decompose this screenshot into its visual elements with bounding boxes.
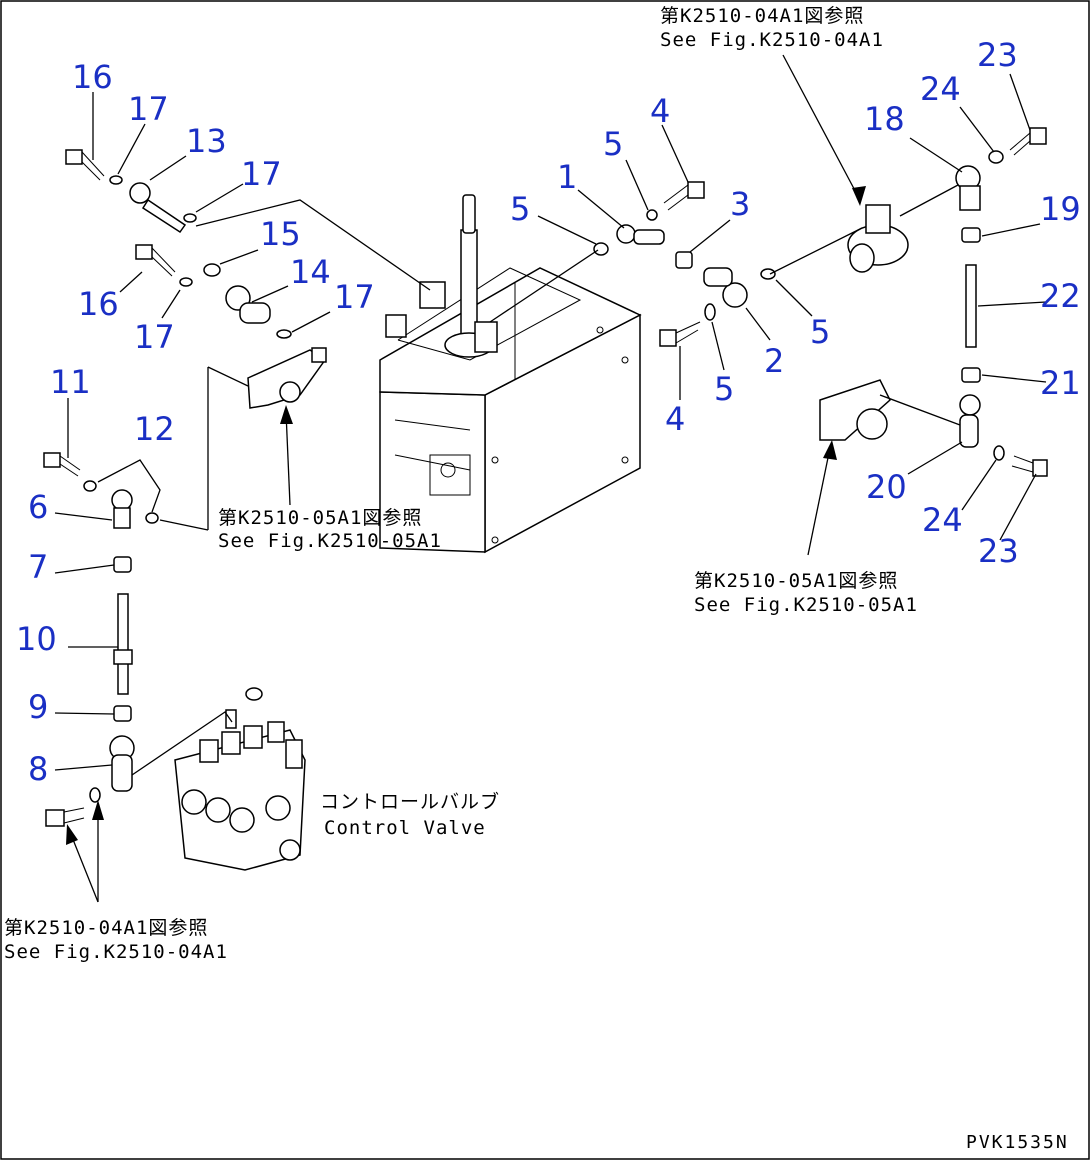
reference-arrows xyxy=(66,54,866,903)
callout-11: 11 xyxy=(50,363,91,401)
figure-code: PVK1535N xyxy=(966,1132,1069,1153)
callout-18: 18 xyxy=(864,100,905,138)
callout-23-top: 23 xyxy=(977,36,1018,74)
callout-17-low: 17 xyxy=(134,318,175,356)
callout-6: 6 xyxy=(28,488,48,526)
callout-14: 14 xyxy=(290,253,331,291)
callout-20: 20 xyxy=(866,468,907,506)
callout-16-top: 16 xyxy=(72,58,113,96)
callout-16-mid: 16 xyxy=(78,285,119,323)
callout-1: 1 xyxy=(557,158,577,196)
callout-17-mid: 17 xyxy=(241,155,282,193)
callout-5-a: 5 xyxy=(510,190,530,228)
ref-bottom-left-en: See Fig.K2510-04A1 xyxy=(4,941,228,963)
callout-22: 22 xyxy=(1040,277,1081,315)
ref-right-jp: 第K2510-05A1図参照 xyxy=(694,570,898,592)
callout-19: 19 xyxy=(1040,190,1081,228)
ref-top-right-en: See Fig.K2510-04A1 xyxy=(660,29,884,51)
callout-4-bottom: 4 xyxy=(665,400,685,438)
right-linkage-parts xyxy=(593,127,1048,477)
ref-top-right-jp: 第K2510-04A1図参照 xyxy=(660,5,864,27)
callout-15: 15 xyxy=(260,215,301,253)
lever-box xyxy=(379,194,642,554)
callout-17-right: 17 xyxy=(334,278,375,316)
control-valve-label-jp: コントロールバルブ xyxy=(320,790,500,813)
callout-12: 12 xyxy=(134,410,175,448)
callout-24-bottom: 24 xyxy=(922,501,963,539)
callout-5-d: 5 xyxy=(714,370,734,408)
ref-center-jp: 第K2510-05A1図参照 xyxy=(218,507,422,529)
ref-right-en: See Fig.K2510-05A1 xyxy=(694,594,918,616)
callout-7: 7 xyxy=(28,548,48,586)
ref-bottom-left-jp: 第K2510-04A1図参照 xyxy=(4,917,208,939)
ref-center-en: See Fig.K2510-05A1 xyxy=(218,530,442,552)
callout-4-top: 4 xyxy=(650,92,670,130)
callout-17-top: 17 xyxy=(128,90,169,128)
control-valve xyxy=(174,687,306,871)
callout-21: 21 xyxy=(1040,364,1081,402)
callout-5-c: 5 xyxy=(810,313,830,351)
callout-9: 9 xyxy=(28,688,48,726)
callout-2: 2 xyxy=(764,342,784,380)
callout-13: 13 xyxy=(186,122,227,160)
callout-24-top: 24 xyxy=(920,70,961,108)
callout-5-b: 5 xyxy=(603,125,623,163)
reference-texts: 第K2510-04A1図参照 See Fig.K2510-04A1 第K2510… xyxy=(4,5,1069,1153)
control-valve-label-en: Control Valve xyxy=(324,817,486,839)
callout-23-bottom: 23 xyxy=(978,532,1019,570)
callout-numbers: 16 17 13 17 15 14 16 17 17 11 12 6 7 10 … xyxy=(16,36,1081,788)
callout-10: 10 xyxy=(16,620,57,658)
leader-lines xyxy=(54,73,1047,776)
callout-8: 8 xyxy=(28,750,48,788)
callout-3: 3 xyxy=(730,185,750,223)
left-linkage-parts xyxy=(43,149,327,827)
